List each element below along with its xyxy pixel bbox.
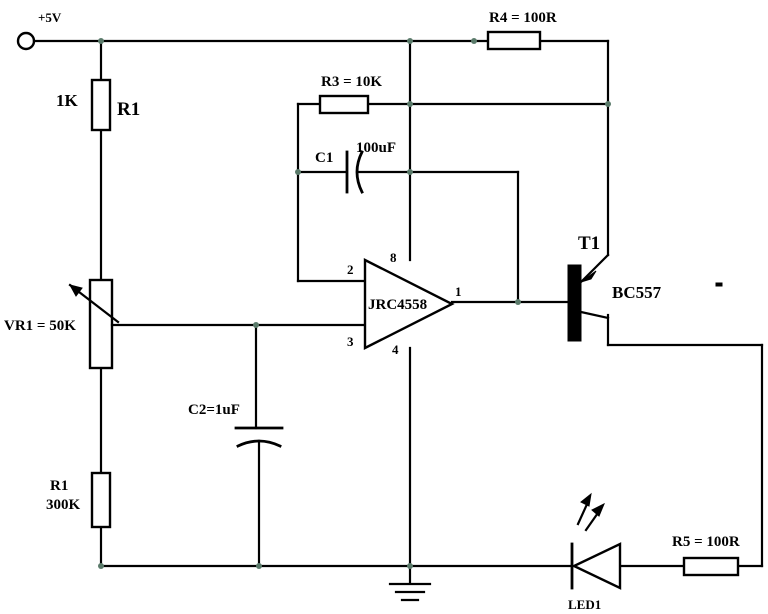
t1-name-label: T1 — [578, 233, 600, 254]
ground-rail — [99, 313, 764, 568]
r1b-value-label: 300K — [46, 497, 81, 513]
supply-terminal — [16, 31, 36, 51]
junction-nodes — [98, 38, 611, 569]
t1-part-label: BC557 — [612, 283, 662, 302]
led-label: LED1 — [568, 597, 601, 612]
supply-label: +5V — [38, 10, 62, 25]
stray-mark — [715, 282, 723, 287]
resistor-r4 — [486, 30, 542, 51]
ground-symbol-icon — [388, 564, 432, 602]
c1-value-label: 100uF — [356, 140, 396, 156]
led-icon — [570, 492, 622, 590]
opamp-label: JRC4558 — [368, 297, 427, 313]
capacitor-c1 — [296, 150, 520, 304]
vr1-label: VR1 = 50K — [4, 318, 76, 334]
opamp-jrc4558 — [363, 258, 455, 350]
resistor-r3 — [318, 94, 370, 115]
pin8-label: 8 — [390, 250, 397, 265]
capacitor-c2 — [234, 323, 284, 568]
feedback-wires — [296, 102, 610, 283]
pin1-label: 1 — [455, 284, 462, 299]
r1b-name-label: R1 — [50, 478, 68, 494]
pin2-label: 2 — [347, 262, 354, 277]
r1-name-label: R1 — [117, 99, 140, 120]
r3-label: R3 = 10K — [321, 74, 382, 90]
potentiometer-arrow-icon — [68, 283, 120, 324]
c1-name-label: C1 — [315, 150, 333, 166]
r4-label: R4 = 100R — [489, 10, 557, 26]
transistor-t1 — [567, 253, 610, 342]
r1-value-label: 1K — [56, 91, 79, 110]
pin4-label: 4 — [392, 342, 399, 357]
r5-label: R5 = 100R — [672, 534, 740, 550]
resistor-r1-300k — [90, 471, 112, 529]
potentiometer-vr1 — [88, 278, 114, 370]
c2-label: C2=1uF — [188, 402, 240, 418]
pin3-label: 3 — [347, 334, 354, 349]
resistor-r1-1k — [90, 78, 112, 132]
resistor-r5 — [682, 556, 740, 577]
